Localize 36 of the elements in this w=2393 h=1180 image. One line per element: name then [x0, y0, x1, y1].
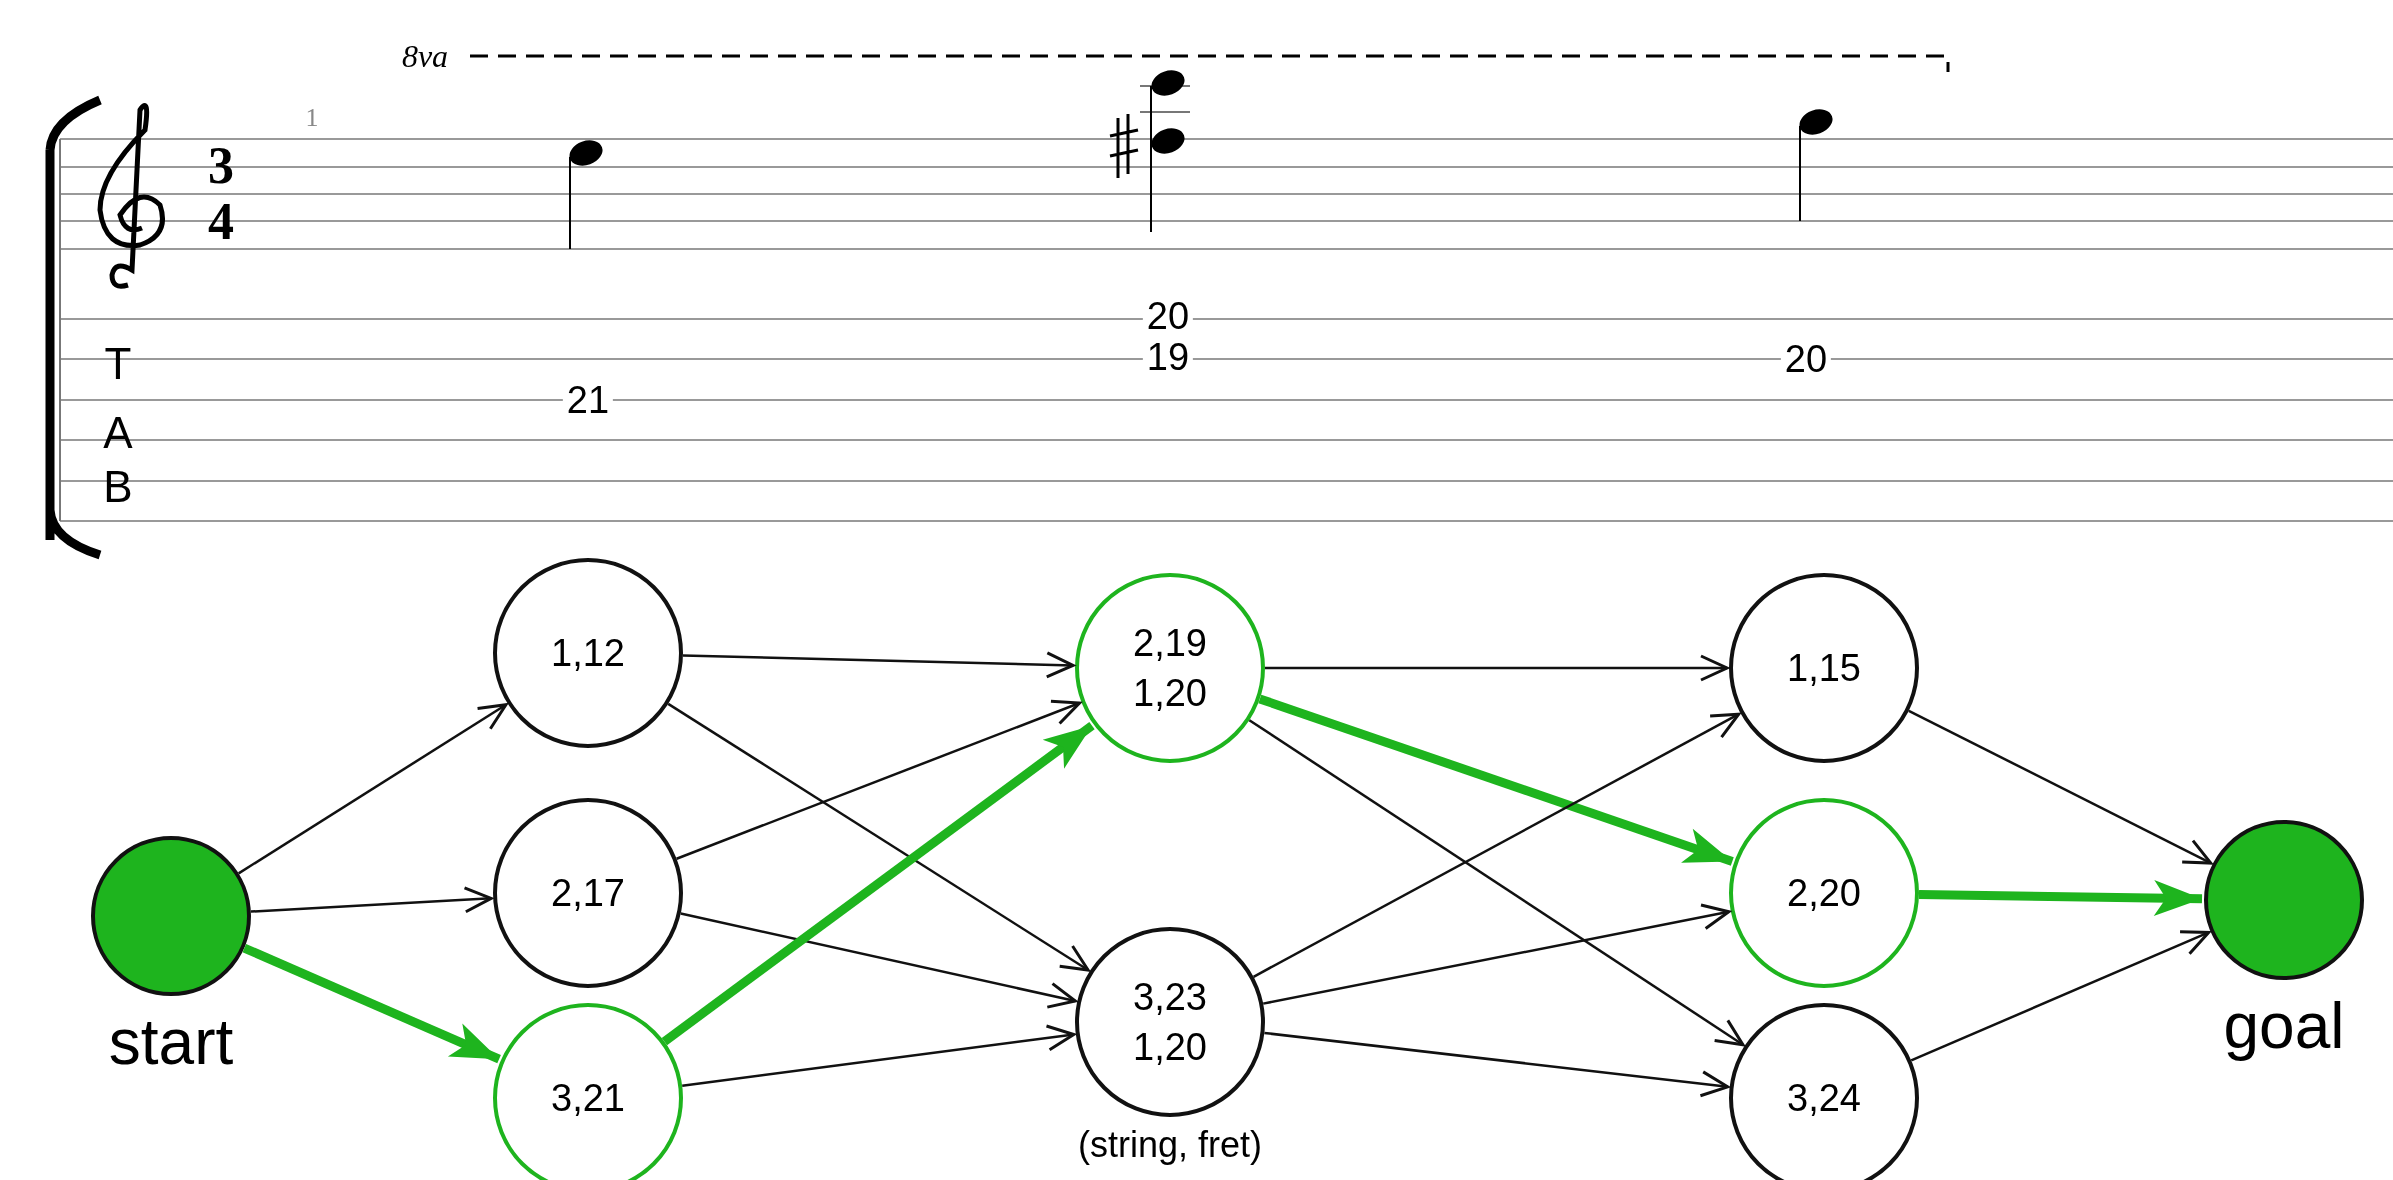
arrow [680, 912, 1077, 1009]
node-label: 1,15 [1786, 646, 1862, 691]
node-label: 1,12 [550, 631, 626, 676]
octave-marking: 8va [401, 40, 449, 72]
node-label: 2,20 [1786, 871, 1862, 916]
arrow [661, 722, 1095, 1046]
node-label: 3,24 [1786, 1076, 1862, 1121]
arrow [242, 943, 501, 1064]
arrow [1265, 654, 1729, 682]
node-label: 3,21 [550, 1076, 626, 1121]
arrow [1908, 709, 2213, 865]
axis-note: (string, fret) [1078, 1127, 1262, 1163]
arrow [238, 703, 508, 875]
node-label: 2,17 [550, 871, 626, 916]
tab-letter: B [103, 465, 133, 509]
node-caption: start [108, 1006, 234, 1078]
time-signature-digit: 3 [208, 140, 234, 192]
node-caption: goal [2223, 990, 2345, 1062]
arrow [1910, 930, 2211, 1062]
arrow [250, 886, 493, 914]
arrow [1264, 1031, 1730, 1098]
arrow [682, 651, 1075, 679]
arrow [1262, 903, 1731, 1005]
arrow [1918, 880, 2203, 916]
arrow [676, 699, 1082, 860]
arrow [1248, 719, 1745, 1047]
tab-letter: A [103, 411, 133, 455]
measure-number: 1 [305, 105, 319, 131]
node-label: 3,23 1,20 [1132, 975, 1208, 1070]
arrow [1258, 694, 1734, 866]
tab-letter: T [104, 342, 132, 386]
arrow [682, 1024, 1076, 1087]
arrow [1252, 712, 1741, 978]
node-label: 2,19 1,20 [1132, 621, 1208, 716]
time-signature-digit: 4 [208, 196, 234, 248]
arrow [667, 702, 1090, 972]
